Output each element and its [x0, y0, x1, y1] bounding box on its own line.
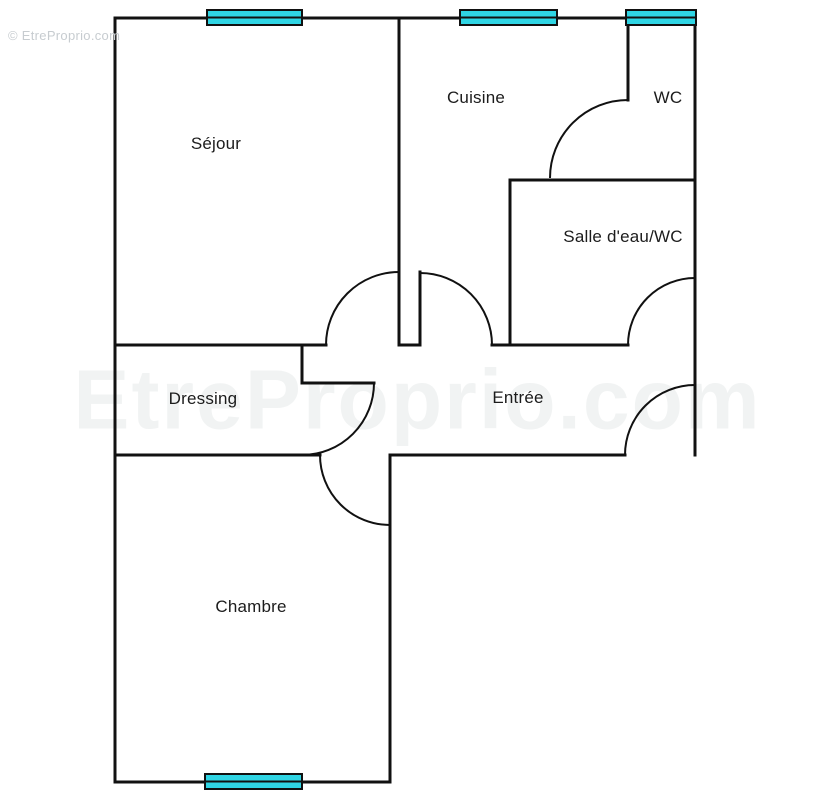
door-arc-sejour-door	[325, 271, 400, 346]
watermark-corner: © EtreProprio.com	[8, 28, 121, 43]
door-arc-entry-door	[624, 384, 696, 456]
door-arc-dressing-door	[301, 382, 375, 456]
door-arc-chambre-door	[319, 454, 391, 526]
door-arc-wc-door	[549, 99, 629, 179]
door-arc-cuisine-door	[419, 272, 493, 346]
watermark-center: EtreProprio.com	[73, 352, 762, 447]
door-arc-salle-deau-door	[627, 277, 696, 346]
